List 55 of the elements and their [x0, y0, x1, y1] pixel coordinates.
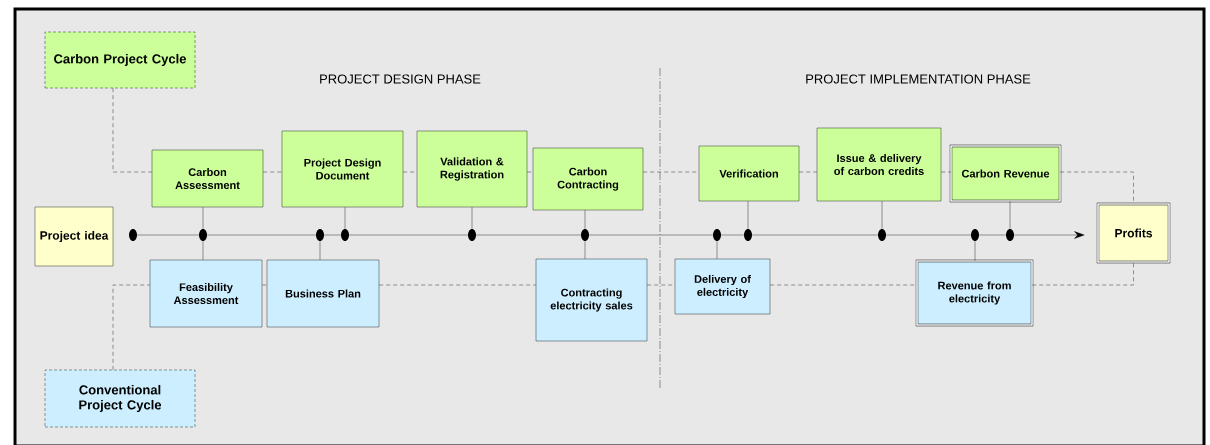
process-box: Carbon Assessment [151, 149, 264, 208]
connector-line [647, 284, 675, 286]
timeline-segment [752, 234, 878, 236]
connector-line [1060, 171, 1134, 204]
timeline-stub [974, 241, 976, 261]
timeline-stub [584, 241, 586, 259]
phase-heading: PROJECT IMPLEMENTATION PHASE [806, 74, 1031, 84]
outcome-box: Profits [1096, 202, 1171, 264]
connector-line [262, 284, 267, 286]
connector-line [643, 171, 699, 173]
connector-line [770, 284, 917, 286]
timeline-stub [319, 241, 321, 260]
timeline-stub [471, 207, 473, 229]
timeline-segment [589, 234, 713, 236]
connector-line [263, 171, 282, 173]
process-box: Contracting electricity sales [535, 258, 648, 342]
connector-line [112, 284, 150, 370]
outcome-box: Revenue from electricity [915, 259, 1034, 327]
timeline-segment [979, 234, 1006, 236]
process-box: Issue & delivery of carbon credits [816, 127, 942, 202]
connector-line [403, 171, 417, 173]
timeline-segment [349, 234, 468, 236]
process-box: Business Plan [266, 259, 380, 328]
timeline-segment [476, 234, 581, 236]
timeline-stub [716, 241, 718, 259]
process-box: Project Design Document [281, 130, 404, 208]
cycle-box: Conventional Project Cycle [44, 369, 196, 428]
process-box: Carbon Contracting [532, 147, 644, 211]
connector-line [941, 171, 951, 173]
process-box: Delivery of electricity [674, 258, 771, 315]
timeline-stub [584, 210, 586, 229]
connector-line [799, 171, 817, 173]
connector-line [379, 284, 536, 286]
timeline-stub [202, 241, 204, 260]
outcome-box: Carbon Revenue [949, 144, 1062, 203]
process-box: Verification [698, 145, 800, 202]
connector-line [527, 171, 533, 173]
connector-line [1032, 262, 1134, 286]
timeline-segment [886, 234, 971, 236]
timeline-arrow [1014, 231, 1085, 239]
timeline-segment [137, 234, 199, 236]
process-box: Project idea [34, 206, 114, 267]
timeline-segment [721, 234, 744, 236]
cycle-box: Carbon Project Cycle [44, 31, 196, 89]
timeline-segment [324, 234, 341, 236]
timeline-stub [747, 201, 749, 229]
process-box: Validation & Registration [416, 130, 528, 208]
timeline-stub [881, 201, 883, 229]
process-box: Feasibility Assessment [149, 259, 263, 328]
phase-heading: PROJECT DESIGN PHASE [320, 74, 481, 84]
timeline-stub [344, 207, 346, 229]
connector-line [112, 88, 152, 173]
timeline-stub [202, 207, 204, 229]
timeline-stub [1009, 201, 1011, 229]
timeline-segment [207, 234, 316, 236]
